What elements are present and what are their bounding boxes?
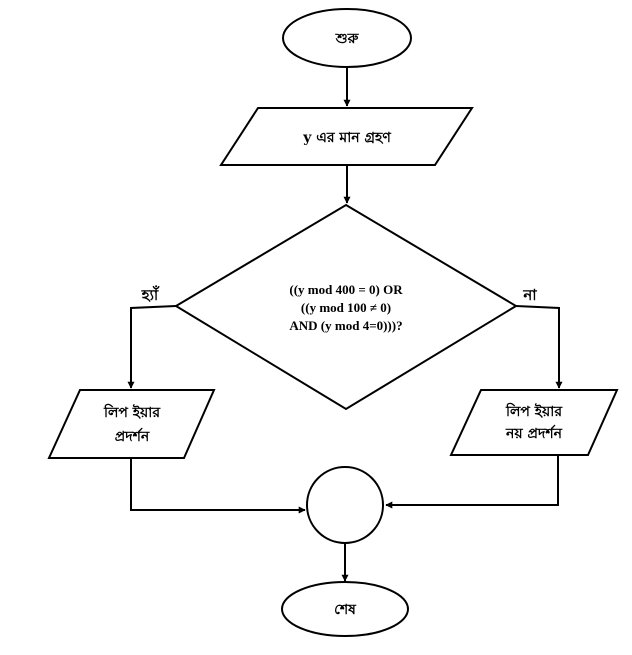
yes-branch-label: হ্যাঁ [141,285,161,304]
no-output-node: লিপ ইয়ার নয় প্রদর্শন [449,389,619,456]
input-label: y এর মান গ্রহণ [302,130,391,146]
merge-connector [306,466,384,544]
yes-output-line-2: প্রদর্শন [115,427,150,445]
yes-output-node: লিপ ইয়ার প্রদর্শন [47,389,216,459]
arrow-no-to-merge [385,455,559,509]
arrow-decision-to-yes [127,305,177,389]
no-branch-label: না [522,286,537,304]
decision-line-1: ((y mod 400 = 0) OR [289,282,403,297]
no-output-line-1: লিপ ইয়ার [505,402,563,420]
decision-line-2: ((y mod 100 ≠ 0) [301,300,391,315]
input-node: y এর মান গ্রহণ [219,107,474,166]
arrow-yes-to-merge [130,458,306,514]
start-label: শুরু [335,31,360,47]
decision-node: ((y mod 400 = 0) OR ((y mod 100 ≠ 0) AND… [174,203,518,411]
yes-output-line-1: লিপ ইয়ার [103,403,161,421]
decision-line-3: AND (y mod 4=0)))? [289,318,402,333]
start-node: শুরু [282,8,412,68]
end-label: শেষ [334,602,357,618]
end-node: শেষ [281,581,409,637]
arrow-decision-to-no [515,305,563,389]
no-output-line-2: নয় প্রদর্শন [505,424,563,442]
